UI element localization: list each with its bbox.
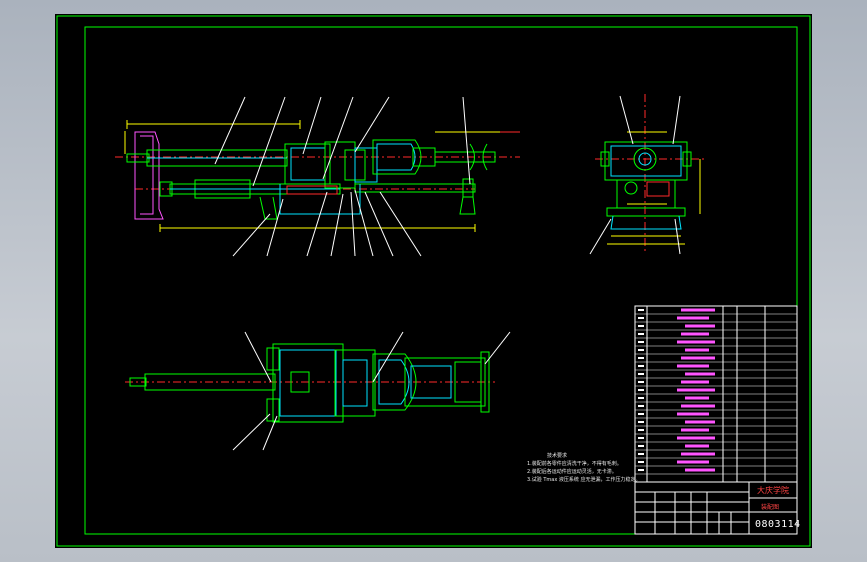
top-view: [125, 331, 511, 451]
notes-line-1: 1.装配前各零件应清洗干净，不得有毛刺。: [527, 461, 622, 467]
front-view: [115, 96, 520, 257]
side-view: [589, 94, 705, 255]
drawing-name: 装配图: [761, 504, 780, 511]
title-block: [634, 481, 798, 535]
inner-frame: [84, 26, 798, 535]
school-name: 大庆学院: [757, 486, 789, 495]
outer-frame: [56, 15, 811, 547]
drawing-sheet: 技术要求 1.装配前各零件应清洗干净，不得有毛刺。 2.装配后各运动件应运动灵活…: [55, 14, 812, 548]
notes-heading: 技术要求: [547, 453, 568, 459]
parts-list-rows: [635, 308, 797, 475]
notes-line-2: 2.装配后各运动件应运动灵活，无卡滞。: [527, 469, 617, 475]
cad-drawing: [56, 15, 811, 547]
drawing-number: 0803114: [755, 519, 801, 530]
technical-notes: 技术要求 1.装配前各零件应清洗干净，不得有毛刺。 2.装配后各运动件应运动灵活…: [527, 452, 641, 484]
notes-line-3: 3.试验 Tmax 液压系统 应无泄漏，工作压力稳定。: [527, 477, 641, 483]
